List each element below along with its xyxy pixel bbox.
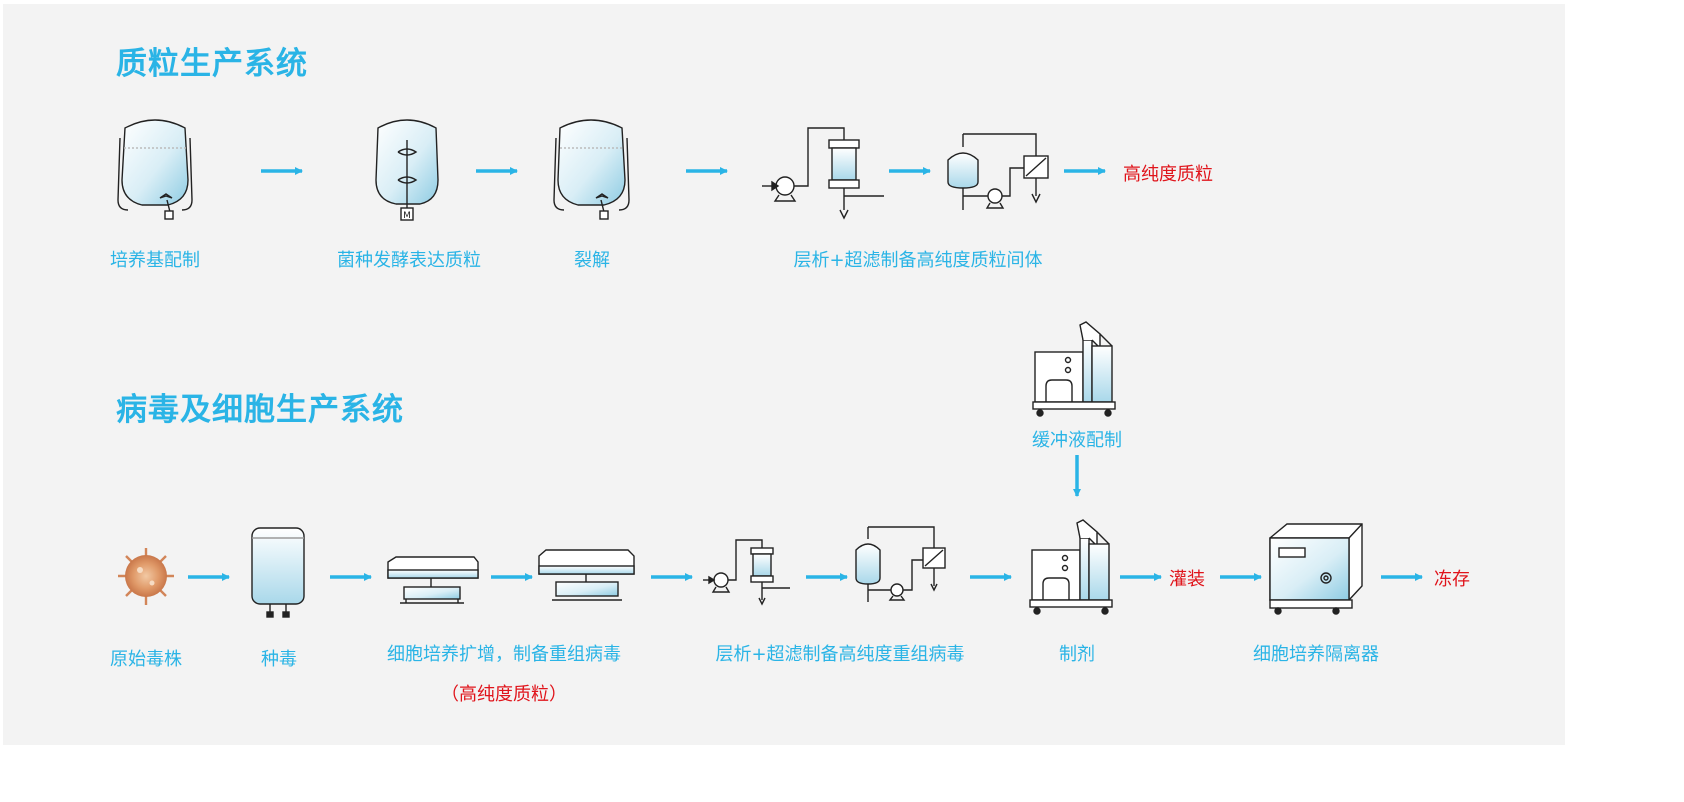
ultrafiltration-icon <box>947 133 1049 210</box>
process-flow-artwork: M <box>117 119 1423 618</box>
media-tank-icon <box>117 119 193 220</box>
cell-culture-isolator-icon <box>1269 523 1363 615</box>
step-label-media-prep: 培养基配制 <box>110 250 200 271</box>
large-shaker-platform-icon <box>538 549 635 601</box>
product-label-high-purity-plasmid: 高纯度质粒 <box>1123 164 1213 185</box>
step-label-original-strain: 原始毒株 <box>110 649 182 670</box>
step-label-seed-virus: 种毒 <box>261 649 297 670</box>
formulation-machine-icon <box>1029 519 1113 615</box>
chromatography-column-icon <box>762 127 884 220</box>
chromatography-column-icon-2 <box>703 539 790 606</box>
step-label-lysis: 裂解 <box>574 250 610 271</box>
fermenter-icon: M <box>375 119 439 221</box>
step-label-isolator: 细胞培养隔离器 <box>1253 644 1379 665</box>
step-label-cryostorage: 冻存 <box>1434 569 1470 590</box>
step-label-chromatography: 层析+超滤制备高纯度质粒间体 <box>793 250 1043 271</box>
buffer-prep-machine-icon <box>1032 321 1116 417</box>
step-label-buffer-prep: 缓冲液配制 <box>1032 430 1122 451</box>
step-label-filling: 灌装 <box>1169 569 1205 590</box>
lysis-tank-icon <box>553 119 630 220</box>
step-label-fermentation: 菌种发酵表达质粒 <box>337 250 481 271</box>
shaker-platform-icon <box>387 556 479 604</box>
seed-virus-bag-icon <box>251 527 305 618</box>
note-label-high-purity-plasmid: （高纯度质粒） <box>441 684 567 705</box>
step-label-cell-culture: 细胞培养扩增，制备重组病毒 <box>387 644 621 665</box>
virus-icon <box>118 548 174 605</box>
svg-text:M: M <box>403 211 411 221</box>
diagram-panel <box>3 4 1565 745</box>
ultrafiltration-icon-2 <box>855 526 946 602</box>
virus-cell-system-title: 病毒及细胞生产系统 <box>116 392 404 428</box>
flow-arrows-virus <box>188 455 1423 581</box>
step-label-chromatography-virus: 层析+超滤制备高纯度重组病毒 <box>715 644 965 665</box>
step-label-formulation: 制剂 <box>1059 644 1095 665</box>
plasmid-system-title: 质粒生产系统 <box>116 46 308 82</box>
